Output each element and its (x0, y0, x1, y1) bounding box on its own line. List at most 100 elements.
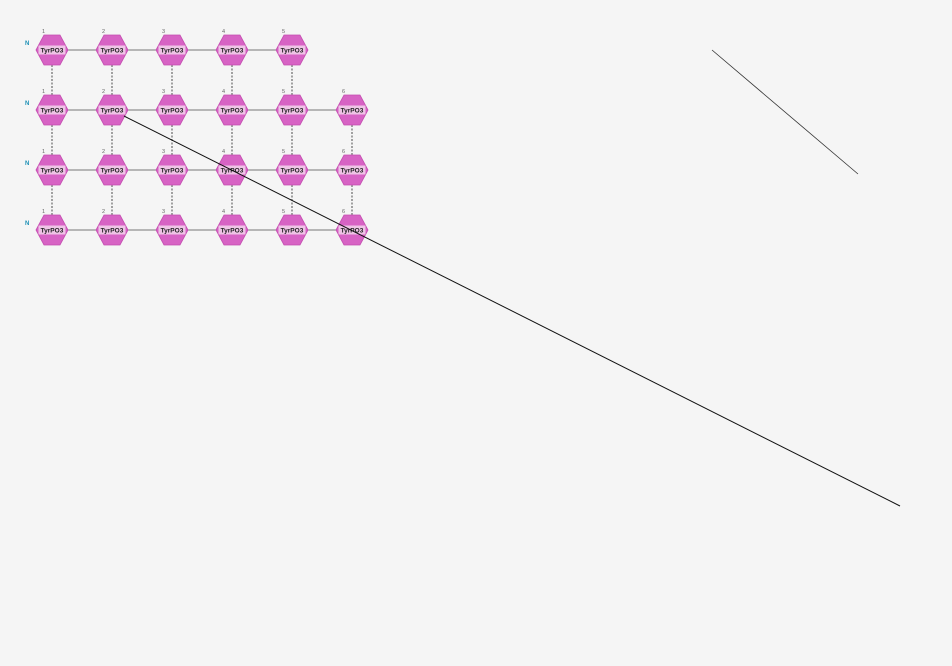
label-band (338, 225, 366, 235)
residue-index: 4 (222, 29, 225, 35)
short-diagonal-connector (711, 49, 859, 175)
residue-index: 1 (42, 149, 45, 155)
residue-node[interactable]: TyrPO3 5 (275, 149, 309, 186)
label-band (218, 225, 246, 235)
label-band (218, 45, 246, 55)
residue-index: 5 (282, 149, 285, 155)
residue-index: 1 (42, 89, 45, 95)
terminus-label: N (25, 41, 29, 47)
label-band (158, 45, 186, 55)
residue-node[interactable]: TyrPO3 5 (275, 89, 309, 126)
residue-label: TyrPO3 (101, 167, 124, 174)
residue-label: TyrPO3 (161, 47, 184, 54)
residue-node[interactable]: TyrPO3 3 (155, 29, 189, 66)
residue-label: TyrPO3 (281, 47, 304, 54)
residue-label: TyrPO3 (281, 227, 304, 234)
residue-index: 4 (222, 149, 225, 155)
residue-node[interactable]: TyrPO3 4 (215, 89, 249, 126)
residue-node[interactable]: TyrPO3 2 (95, 209, 129, 246)
residue-label: TyrPO3 (281, 167, 304, 174)
residue-index: 6 (342, 89, 345, 95)
connector-lines-layer (123, 49, 901, 507)
residue-index: 3 (162, 89, 165, 95)
residue-label: TyrPO3 (161, 227, 184, 234)
label-band (38, 45, 66, 55)
residue-node[interactable]: TyrPO3 3 (155, 149, 189, 186)
residue-node[interactable]: TyrPO3 6 (335, 89, 369, 126)
residue-label: TyrPO3 (41, 227, 64, 234)
residue-label: TyrPO3 (41, 107, 64, 114)
residue-node[interactable]: TyrPO3 5 (275, 29, 309, 66)
label-band (38, 225, 66, 235)
label-band (98, 225, 126, 235)
cross-links-layer (51, 65, 353, 215)
residue-index: 5 (282, 89, 285, 95)
label-band (98, 105, 126, 115)
residue-node[interactable]: TyrPO3 1 (35, 149, 69, 186)
terminus-label: N (25, 221, 29, 227)
residue-node[interactable]: TyrPO3 5 (275, 209, 309, 246)
terminus-label: N (25, 161, 29, 167)
residue-node[interactable]: TyrPO3 6 (335, 149, 369, 186)
residue-node[interactable]: TyrPO3 2 (95, 29, 129, 66)
residue-label: TyrPO3 (41, 47, 64, 54)
residue-node[interactable]: TyrPO3 3 (155, 89, 189, 126)
residue-node[interactable]: TyrPO3 4 (215, 29, 249, 66)
label-band (278, 45, 306, 55)
label-band (158, 225, 186, 235)
residue-label: TyrPO3 (221, 227, 244, 234)
residue-index: 2 (102, 89, 105, 95)
residue-node[interactable]: TyrPO3 2 (95, 89, 129, 126)
label-band (338, 105, 366, 115)
residue-index: 5 (282, 209, 285, 215)
residue-label: TyrPO3 (101, 227, 124, 234)
label-band (278, 105, 306, 115)
residue-label: TyrPO3 (221, 47, 244, 54)
residue-index: 2 (102, 209, 105, 215)
residue-node[interactable]: TyrPO3 3 (155, 209, 189, 246)
residue-label: TyrPO3 (41, 167, 64, 174)
label-band (38, 165, 66, 175)
long-diagonal-connector (123, 115, 901, 507)
residue-index: 3 (162, 149, 165, 155)
label-band (218, 105, 246, 115)
residue-label: TyrPO3 (341, 107, 364, 114)
residue-node[interactable]: TyrPO3 4 (215, 209, 249, 246)
chain-row: NTyrPO31TyrPO32TyrPO33TyrPO34TyrPO35TyrP… (25, 89, 369, 126)
label-band (278, 225, 306, 235)
label-band (278, 165, 306, 175)
residue-node[interactable]: TyrPO3 1 (35, 209, 69, 246)
chain-row: NTyrPO31TyrPO32TyrPO33TyrPO34TyrPO35TyrP… (25, 149, 369, 186)
residue-index: 2 (102, 29, 105, 35)
label-band (98, 165, 126, 175)
residue-index: 3 (162, 209, 165, 215)
label-band (158, 165, 186, 175)
residue-label: TyrPO3 (221, 107, 244, 114)
residue-label: TyrPO3 (281, 107, 304, 114)
residue-node[interactable]: TyrPO3 1 (35, 29, 69, 66)
residue-index: 6 (342, 149, 345, 155)
label-band (338, 165, 366, 175)
residue-index: 5 (282, 29, 285, 35)
residue-index: 1 (42, 209, 45, 215)
residue-index: 3 (162, 29, 165, 35)
residue-index: 2 (102, 149, 105, 155)
terminus-label: N (25, 101, 29, 107)
residue-label: TyrPO3 (101, 107, 124, 114)
residue-label: TyrPO3 (161, 107, 184, 114)
label-band (38, 105, 66, 115)
residue-label: TyrPO3 (101, 47, 124, 54)
label-band (158, 105, 186, 115)
residue-index: 1 (42, 29, 45, 35)
residue-label: TyrPO3 (341, 167, 364, 174)
residue-index: 6 (342, 209, 345, 215)
chain-row: NTyrPO31TyrPO32TyrPO33TyrPO34TyrPO35TyrP… (25, 209, 369, 246)
residue-label: TyrPO3 (161, 167, 184, 174)
residue-index: 4 (222, 89, 225, 95)
residue-node[interactable]: TyrPO3 1 (35, 89, 69, 126)
residue-index: 4 (222, 209, 225, 215)
label-band (98, 45, 126, 55)
residue-node[interactable]: TyrPO3 2 (95, 149, 129, 186)
